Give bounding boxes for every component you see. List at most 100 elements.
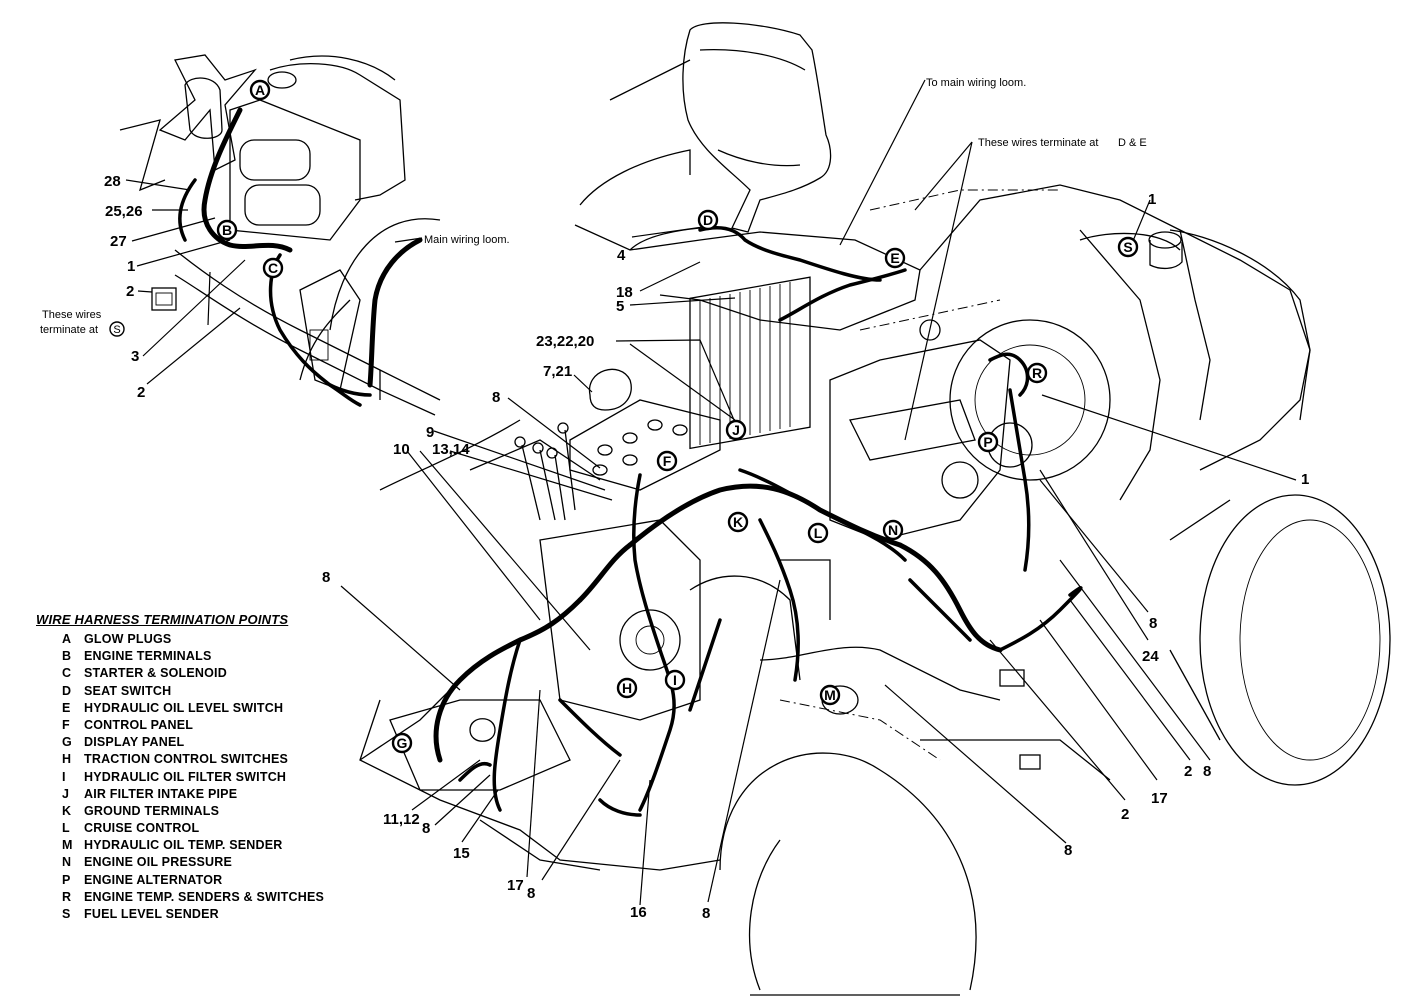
callout: 13,14 (432, 441, 470, 458)
callout-numbers: 28 25,26 27 1 2 3 2 4 18 5 23,22,20 7,21… (104, 173, 1309, 922)
callout: 8 (422, 820, 430, 837)
svg-text:H: H (622, 680, 632, 696)
svg-text:C: C (268, 260, 278, 276)
svg-text:J: J (732, 422, 740, 438)
callout: 8 (1149, 615, 1157, 632)
svg-text:N: N (888, 522, 898, 538)
legend-text: ENGINE ALTERNATOR (84, 872, 223, 887)
badge-I: I (664, 669, 686, 691)
callout: 1 (1301, 471, 1309, 488)
legend-key: L (62, 821, 70, 836)
callout: 2 (1184, 763, 1192, 780)
callout: 9 (426, 424, 434, 441)
note-main-loom: To main wiring loom. (926, 77, 1026, 89)
callout: 8 (492, 389, 500, 406)
callout: 2 (137, 384, 145, 401)
wire-harness (178, 107, 1083, 817)
badge-S: S (1117, 236, 1139, 258)
svg-text:P: P (983, 434, 992, 450)
legend-key: I (62, 769, 66, 784)
legend-key: S (62, 907, 71, 921)
badge-B: B (216, 219, 238, 241)
legend-text: HYDRAULIC OIL TEMP. SENDER (84, 838, 283, 853)
note-terminate-de-keys: D & E (1118, 137, 1147, 149)
callout: 2 (1121, 806, 1129, 823)
svg-text:I: I (673, 672, 677, 688)
legend-text: AIR FILTER INTAKE PIPE (84, 786, 238, 801)
legend-key: B (62, 649, 72, 664)
legend-text: GROUND TERMINALS (84, 803, 220, 818)
svg-text:K: K (733, 514, 743, 530)
legend-key: G (62, 735, 72, 750)
legend-item: R ENGINE TEMP. SENDERS & SWITCHES (36, 889, 366, 906)
callout: 1 (1148, 191, 1156, 208)
legend-item: G DISPLAY PANEL (36, 734, 366, 751)
callout: 8 (702, 905, 710, 922)
callout: 17 (507, 877, 524, 894)
badge-G: G (391, 732, 413, 754)
machine-line-art (359, 22, 1391, 996)
callout: 10 (393, 441, 410, 458)
legend-key: M (62, 838, 73, 853)
callout: 2 (126, 283, 134, 300)
badge-M: M (819, 684, 841, 706)
callout: 15 (453, 845, 470, 862)
svg-text:S: S (1123, 239, 1132, 255)
note-terminate-de: These wires terminate at (978, 137, 1098, 149)
svg-text:G: G (397, 735, 408, 751)
legend-text: CRUISE CONTROL (84, 821, 200, 836)
callout: 16 (630, 904, 647, 921)
badge-P: P (977, 431, 999, 453)
legend-item: C STARTER & SOLENOID (36, 665, 366, 682)
legend-item: H TRACTION CONTROL SWITCHES (36, 751, 366, 768)
note-terminate-s-key: S (113, 324, 120, 336)
legend-key: D (62, 683, 72, 698)
legend-text: HYDRAULIC OIL LEVEL SWITCH (84, 700, 284, 715)
callout: 25,26 (105, 203, 143, 220)
legend-key: H (62, 752, 72, 767)
svg-text:L: L (814, 525, 823, 541)
legend-text: CONTROL PANEL (84, 717, 194, 732)
legend-key: F (62, 717, 70, 732)
badge-N: N (882, 519, 904, 541)
svg-text:E: E (890, 250, 899, 266)
termination-badges: A B C D E F G H I J K L M N P R S (216, 79, 1139, 754)
legend-text: STARTER & SOLENOID (84, 666, 227, 681)
legend-text: DISPLAY PANEL (84, 735, 185, 750)
callout: 8 (527, 885, 535, 902)
legend-item: M HYDRAULIC OIL TEMP. SENDER (36, 837, 366, 854)
legend-key: R (62, 889, 72, 904)
legend-key: C (62, 666, 72, 681)
legend-text: ENGINE TEMP. SENDERS & SWITCHES (84, 889, 325, 904)
legend-text: TRACTION CONTROL SWITCHES (84, 752, 289, 767)
callout: 1 (127, 258, 135, 275)
legend-text: ENGINE OIL PRESSURE (84, 855, 233, 870)
callout: 28 (104, 173, 121, 190)
svg-text:B: B (222, 222, 232, 238)
legend-item: L CRUISE CONTROL (36, 820, 366, 837)
badge-K: K (727, 511, 749, 533)
svg-text:M: M (824, 687, 836, 703)
badge-L: L (807, 522, 829, 544)
note-terminate-s-2: terminate at (40, 324, 98, 336)
badge-F: F (656, 450, 678, 472)
leader-lines (125, 79, 1297, 906)
notes: To main wiring loom. These wires termina… (40, 77, 1147, 337)
callout: 8 (322, 569, 330, 586)
callout: 23,22,20 (536, 333, 594, 350)
badge-J: J (725, 419, 747, 441)
note-terminate-s-1: These wires (42, 309, 102, 321)
callout: 27 (110, 233, 127, 250)
